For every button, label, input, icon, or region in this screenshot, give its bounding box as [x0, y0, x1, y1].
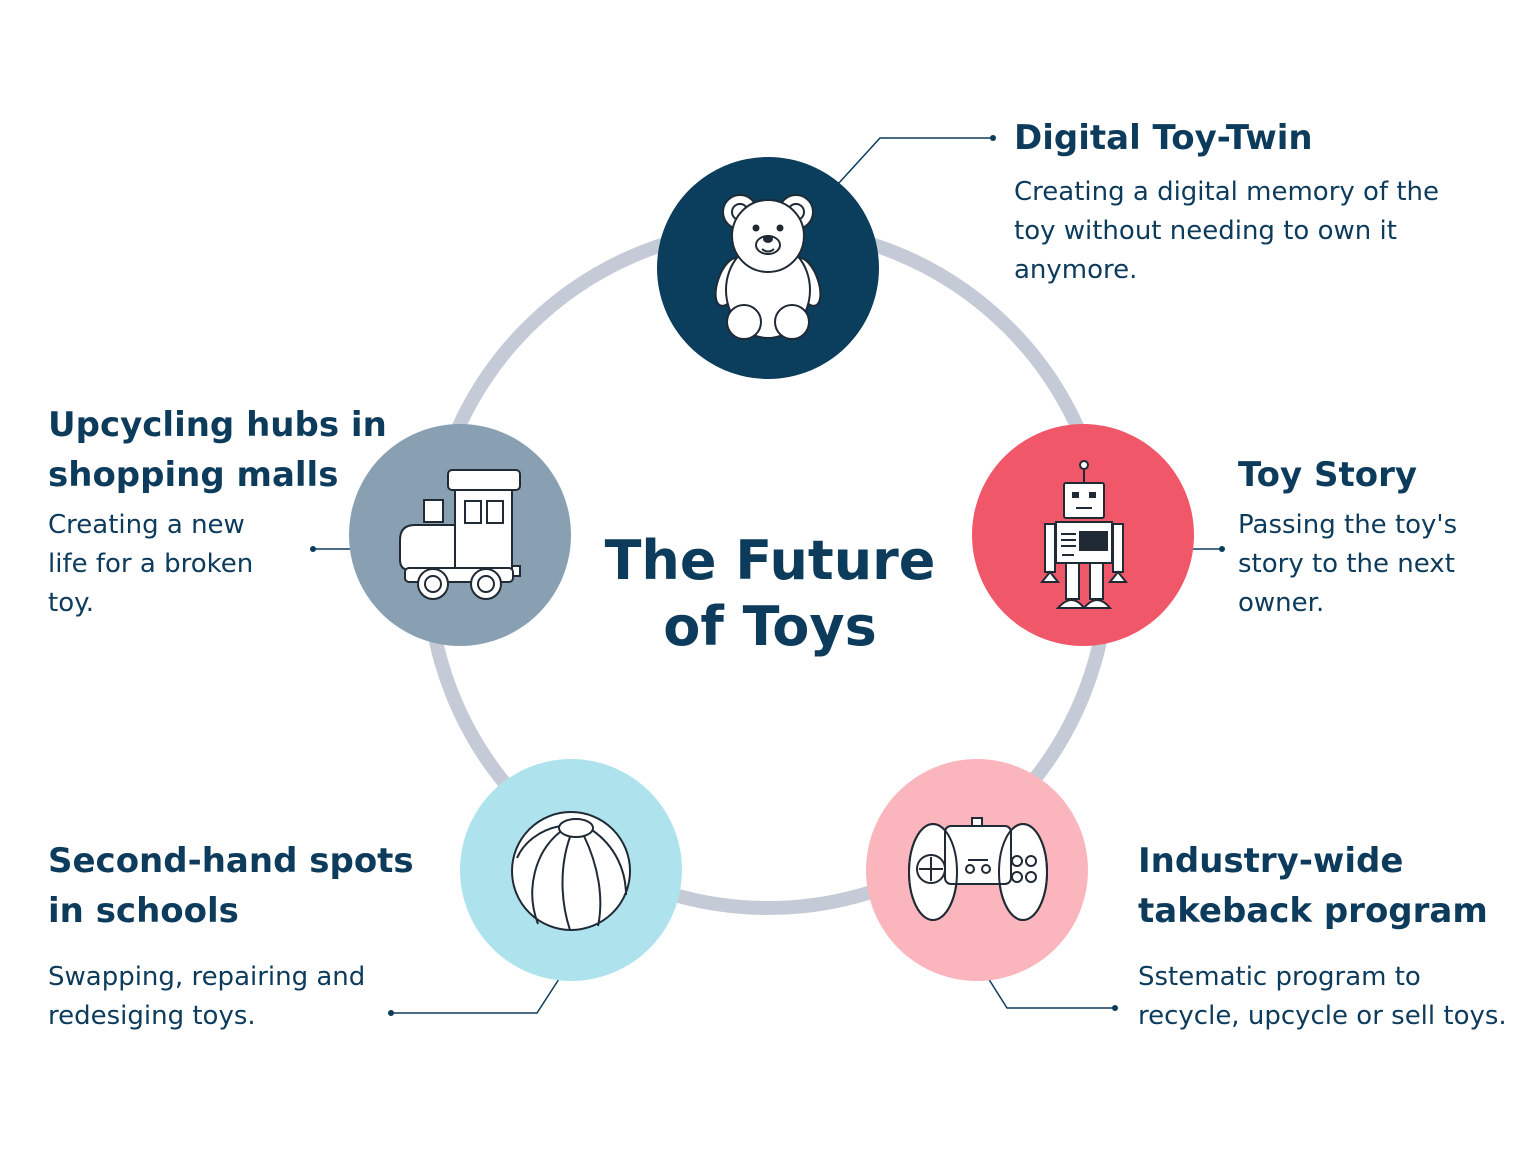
item-heading: Toy Story [1238, 455, 1418, 495]
title-line-1: The Future [604, 529, 936, 592]
item-description: Passing the toy's story to the next owne… [1238, 510, 1458, 618]
connector-dot-toystory [1219, 546, 1225, 552]
item-heading: Digital Toy-Twin [1014, 118, 1313, 158]
game-controller-icon [908, 817, 1048, 921]
item-industry: Industry-wide takeback program Sstematic… [1138, 836, 1528, 1036]
item-digital: Digital Toy-Twin Creating a digital memo… [1014, 113, 1484, 290]
item-toystory: Toy Story Passing the toy's story to the… [1238, 450, 1518, 623]
item-description: Creating a digital memory of the toy wit… [1014, 177, 1440, 285]
connector-dot-upcycling [310, 546, 316, 552]
item-secondhand: Second-hand spots in schools Swapping, r… [48, 836, 428, 1036]
item-heading: Second-hand spots in schools [48, 841, 414, 931]
robot-icon [1039, 460, 1129, 609]
item-heading: Industry-wide takeback program [1138, 841, 1488, 931]
connector-dot-secondhand [388, 1010, 394, 1016]
beach-ball-icon [511, 811, 631, 931]
title-line-2: of Toys [663, 595, 877, 658]
connector-digital [837, 137, 993, 185]
teddy-bear-icon [714, 194, 822, 340]
item-description: Swapping, repairing and redesiging toys. [48, 962, 366, 1031]
connector-dot-digital [990, 135, 996, 141]
diagram-title: The Future of Toys [560, 528, 980, 660]
connector-dot-industry [1112, 1005, 1118, 1011]
toy-train-icon [399, 469, 521, 600]
item-upcycling: Upcycling hubs in shopping malls Creatin… [48, 400, 418, 623]
item-heading: Upcycling hubs in shopping malls [48, 405, 387, 495]
item-description: Creating a new life for a broken toy. [48, 510, 254, 618]
item-description: Sstematic program to recycle, upcycle or… [1138, 962, 1507, 1031]
